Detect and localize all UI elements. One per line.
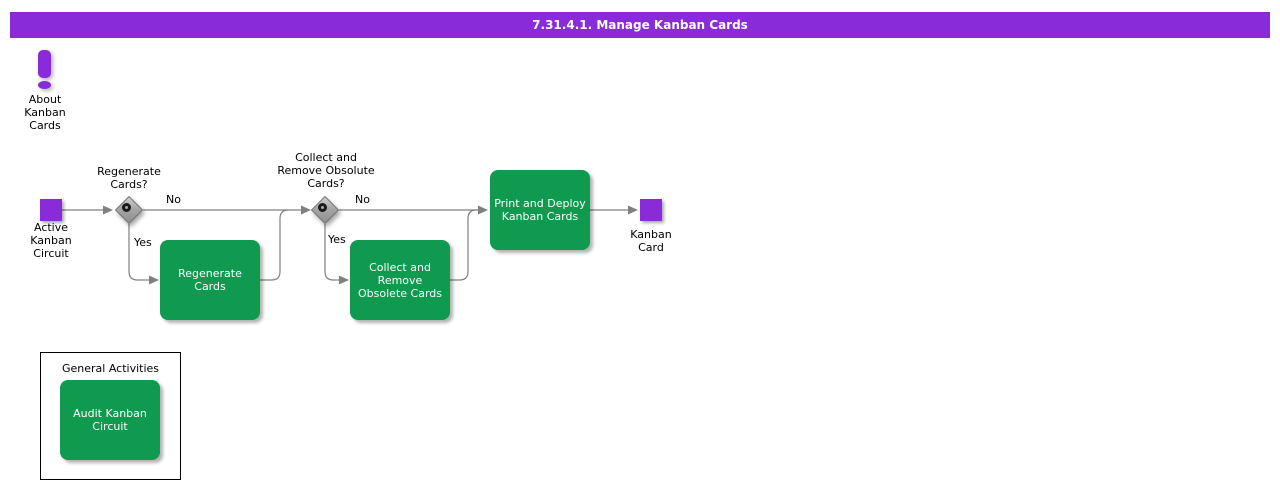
task-audit-kanban-circuit[interactable]: Audit Kanban Circuit <box>60 380 160 460</box>
decision1-question-label: Regenerate Cards? <box>97 165 161 191</box>
page-title: 7.31.4.1. Manage Kanban Cards <box>532 18 748 32</box>
about-note-icon[interactable] <box>38 50 52 90</box>
decision1-no-label: No <box>166 193 181 206</box>
task-print-deploy-kanban-cards[interactable]: Print and Deploy Kanban Cards <box>490 170 590 250</box>
decision2-no-label: No <box>355 193 370 206</box>
exclamation-dot-icon <box>38 81 51 89</box>
arrowhead-collect-task <box>339 275 349 285</box>
decision2-yes-label: Yes <box>328 233 346 246</box>
end-event-kanban-card[interactable] <box>640 199 662 221</box>
diagram-title-bar: 7.31.4.1. Manage Kanban Cards <box>10 12 1270 38</box>
about-note-label: About Kanban Cards <box>24 93 66 132</box>
general-activities-title: General Activities <box>61 362 160 375</box>
arrowhead-decision1 <box>103 205 113 215</box>
connector-regenerate-to-merge <box>260 209 289 281</box>
decision1-regenerate-cards-gateway <box>114 195 144 225</box>
task-regenerate-cards[interactable]: Regenerate Cards <box>160 240 260 320</box>
arrowhead-end-event <box>628 205 638 215</box>
connector-collect-to-merge <box>450 209 477 281</box>
start-event-label: Active Kanban Circuit <box>30 221 72 260</box>
decision1-yes-label: Yes <box>134 236 152 249</box>
arrowhead-decision2 <box>301 205 311 215</box>
arrowhead-print-task <box>478 205 488 215</box>
gateway-circle-icon <box>121 202 131 212</box>
decision2-collect-remove-gateway <box>310 195 340 225</box>
decision2-question-label: Collect and Remove Obsolute Cards? <box>277 151 375 190</box>
end-event-label: Kanban Card <box>630 228 672 254</box>
task-collect-remove-obsolete-cards[interactable]: Collect and Remove Obsolete Cards <box>350 240 450 320</box>
exclamation-icon <box>38 50 51 78</box>
connector-decision1-yes-to-regenerate <box>128 224 149 281</box>
gateway-circle-icon <box>317 202 327 212</box>
start-event-active-kanban-circuit[interactable] <box>40 199 62 221</box>
arrowhead-regenerate-task <box>149 275 159 285</box>
